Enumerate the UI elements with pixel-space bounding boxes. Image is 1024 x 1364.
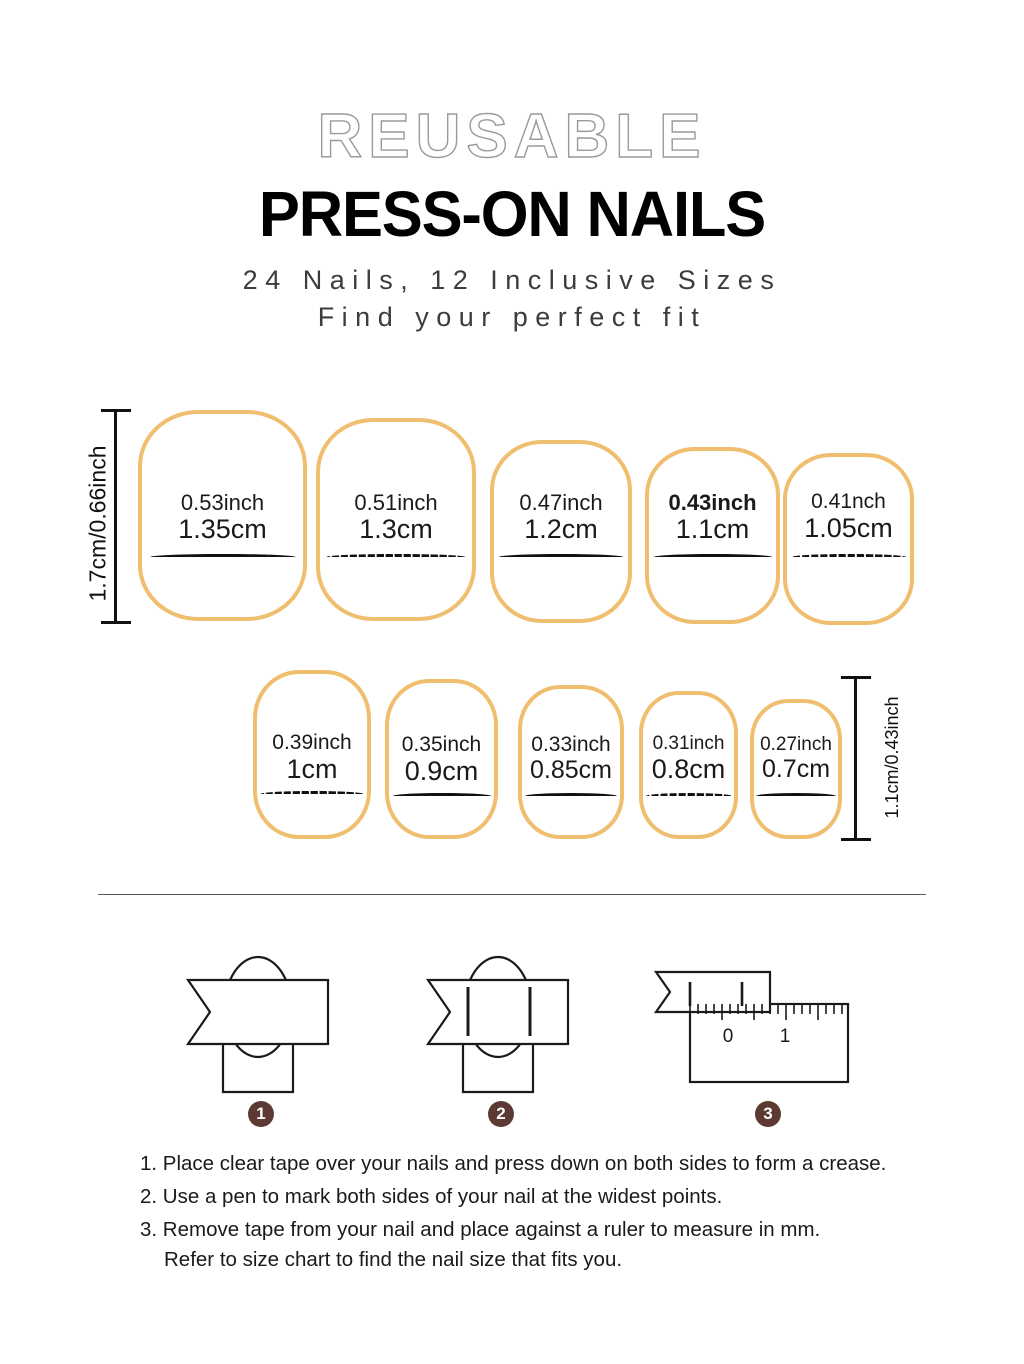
step-3-badge: 3 xyxy=(755,1101,781,1127)
step-2-diagram xyxy=(425,955,570,1094)
tape-strip xyxy=(653,970,772,1014)
dimension-bar xyxy=(854,676,857,841)
ruler-tick-label-1: 1 xyxy=(780,1026,791,1047)
instruction-line-1: 1. Place clear tape over your nails and … xyxy=(140,1152,887,1175)
nail-size-cm: 0.7cm xyxy=(761,755,831,783)
dimension-label-right: 1.1cm/0.43inch xyxy=(882,696,902,819)
step-3-diagram: 0 1 xyxy=(653,970,850,1084)
nail-cuticle-arc xyxy=(499,554,623,557)
tape-strip xyxy=(185,978,330,1046)
nail-cuticle-arc xyxy=(326,554,466,557)
dimension-cap-bottom xyxy=(101,621,131,624)
nail-size-cm: 0.9cm xyxy=(404,756,479,786)
nail-size-cm: 1.2cm xyxy=(524,514,598,544)
nail-size-cm: 1.35cm xyxy=(178,514,267,544)
nail-swatch: 0.51inch 1.3cm xyxy=(316,418,476,621)
nail-size-inch: 0.51inch xyxy=(354,490,438,515)
nail-cuticle-arc xyxy=(260,791,364,794)
nail-cuticle-arc xyxy=(392,793,491,796)
tape-strip xyxy=(425,978,570,1046)
dimension-label-left: 1.7cm/0.66inch xyxy=(84,445,111,602)
nail-size-inch: 0.27inch xyxy=(760,734,832,755)
page-title: PRESS-ON NAILS xyxy=(258,178,766,250)
nail-swatch: 0.31inch 0.8cm xyxy=(639,691,738,839)
finger-outline xyxy=(461,1027,535,1094)
section-divider xyxy=(98,894,926,895)
instruction-line-3: 3. Remove tape from your nail and place … xyxy=(140,1218,821,1241)
instruction-line-4: Refer to size chart to find the nail siz… xyxy=(164,1248,623,1271)
ruler-ticks xyxy=(689,1004,843,1020)
nail-swatch: 0.33inch 0.85cm xyxy=(518,685,624,839)
nail-cuticle-arc xyxy=(791,554,906,557)
ruler-tick-label-0: 0 xyxy=(723,1026,734,1047)
nail-size-inch: 0.31inch xyxy=(652,733,725,754)
nail-size-inch: 0.41nch xyxy=(811,490,886,513)
nail-cuticle-arc xyxy=(756,793,836,796)
header-subtitle-line2: Find your perfect fit xyxy=(317,302,707,332)
nail-size-cm: 1.3cm xyxy=(359,514,433,544)
step-1-diagram xyxy=(185,955,330,1094)
nail-cuticle-arc xyxy=(150,554,295,557)
nail-swatch: 0.53inch 1.35cm xyxy=(138,410,307,621)
nail-size-inch: 0.53inch xyxy=(180,490,265,515)
nail-cuticle-arc xyxy=(645,793,732,796)
dimension-bar xyxy=(114,409,117,624)
nail-size-cm: 0.85cm xyxy=(530,756,612,784)
step-1-badge: 1 xyxy=(248,1101,274,1127)
nail-size-cm: 1cm xyxy=(286,754,338,784)
nail-swatch: 0.41nch 1.05cm xyxy=(783,453,914,625)
nail-size-inch: 0.47inch xyxy=(519,490,603,515)
nail-size-inch: 0.43inch xyxy=(668,490,757,515)
nail-swatch: 0.47inch 1.2cm xyxy=(490,440,632,623)
nail-size-inch: 0.35inch xyxy=(401,733,482,756)
nail-cuticle-arc xyxy=(653,554,772,557)
dimension-cap-bottom xyxy=(841,838,871,841)
nail-size-inch: 0.39inch xyxy=(272,731,352,754)
nail-swatch: 0.43inch 1.1cm xyxy=(645,447,780,624)
finger-outline xyxy=(221,1027,295,1094)
nail-size-cm: 1.1cm xyxy=(675,514,750,544)
header-subtitle-line1: 24 Nails, 12 Inclusive Sizes xyxy=(242,265,782,295)
nail-size-cm: 0.8cm xyxy=(651,754,726,784)
nail-swatch: 0.35inch 0.9cm xyxy=(385,679,498,839)
nail-swatch: 0.39inch 1cm xyxy=(253,670,371,839)
ruler-body xyxy=(688,1002,850,1084)
nail-swatch: 0.27inch 0.7cm xyxy=(750,699,842,839)
step-2-badge: 2 xyxy=(488,1101,514,1127)
header-overline: REUSABLE xyxy=(317,102,707,171)
nail-size-inch: 0.33inch xyxy=(531,733,611,756)
nail-cuticle-arc xyxy=(525,793,617,796)
instruction-line-2: 2. Use a pen to mark both sides of your … xyxy=(140,1185,723,1208)
nail-size-cm: 1.05cm xyxy=(804,513,893,543)
